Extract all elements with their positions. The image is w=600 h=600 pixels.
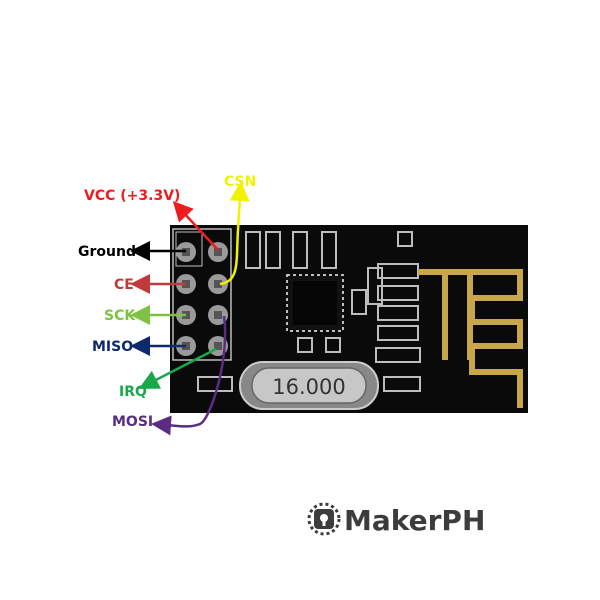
irq-arrow [138, 347, 217, 389]
crystal-label: 16.000 [272, 375, 345, 399]
label-sck: SCK [104, 308, 136, 324]
sun-gear-icon [307, 502, 341, 536]
pin-csn [208, 274, 228, 294]
smd-components [197, 231, 421, 392]
vcc-arrow [172, 200, 219, 251]
csn-arrow [219, 181, 250, 286]
logo-text: MakerPH [344, 504, 485, 537]
pin-header-outline [172, 228, 232, 361]
label-miso: MISO [92, 339, 133, 355]
pcb-antenna [418, 269, 523, 408]
crystal-oscillator: 16.000 [239, 361, 379, 410]
label-vcc: VCC (+3.3V) [84, 188, 180, 204]
label-irq: IRQ [119, 384, 147, 400]
label-csn: CSN [224, 174, 256, 190]
label-mosi: MOSI [112, 414, 153, 430]
pin-mosi [208, 305, 228, 325]
label-ce: CE [114, 277, 134, 293]
label-ground: Ground [78, 244, 136, 260]
mosi-arrow [151, 315, 227, 436]
pin-vcc [208, 242, 228, 262]
makerph-logo: MakerPH [307, 502, 485, 537]
